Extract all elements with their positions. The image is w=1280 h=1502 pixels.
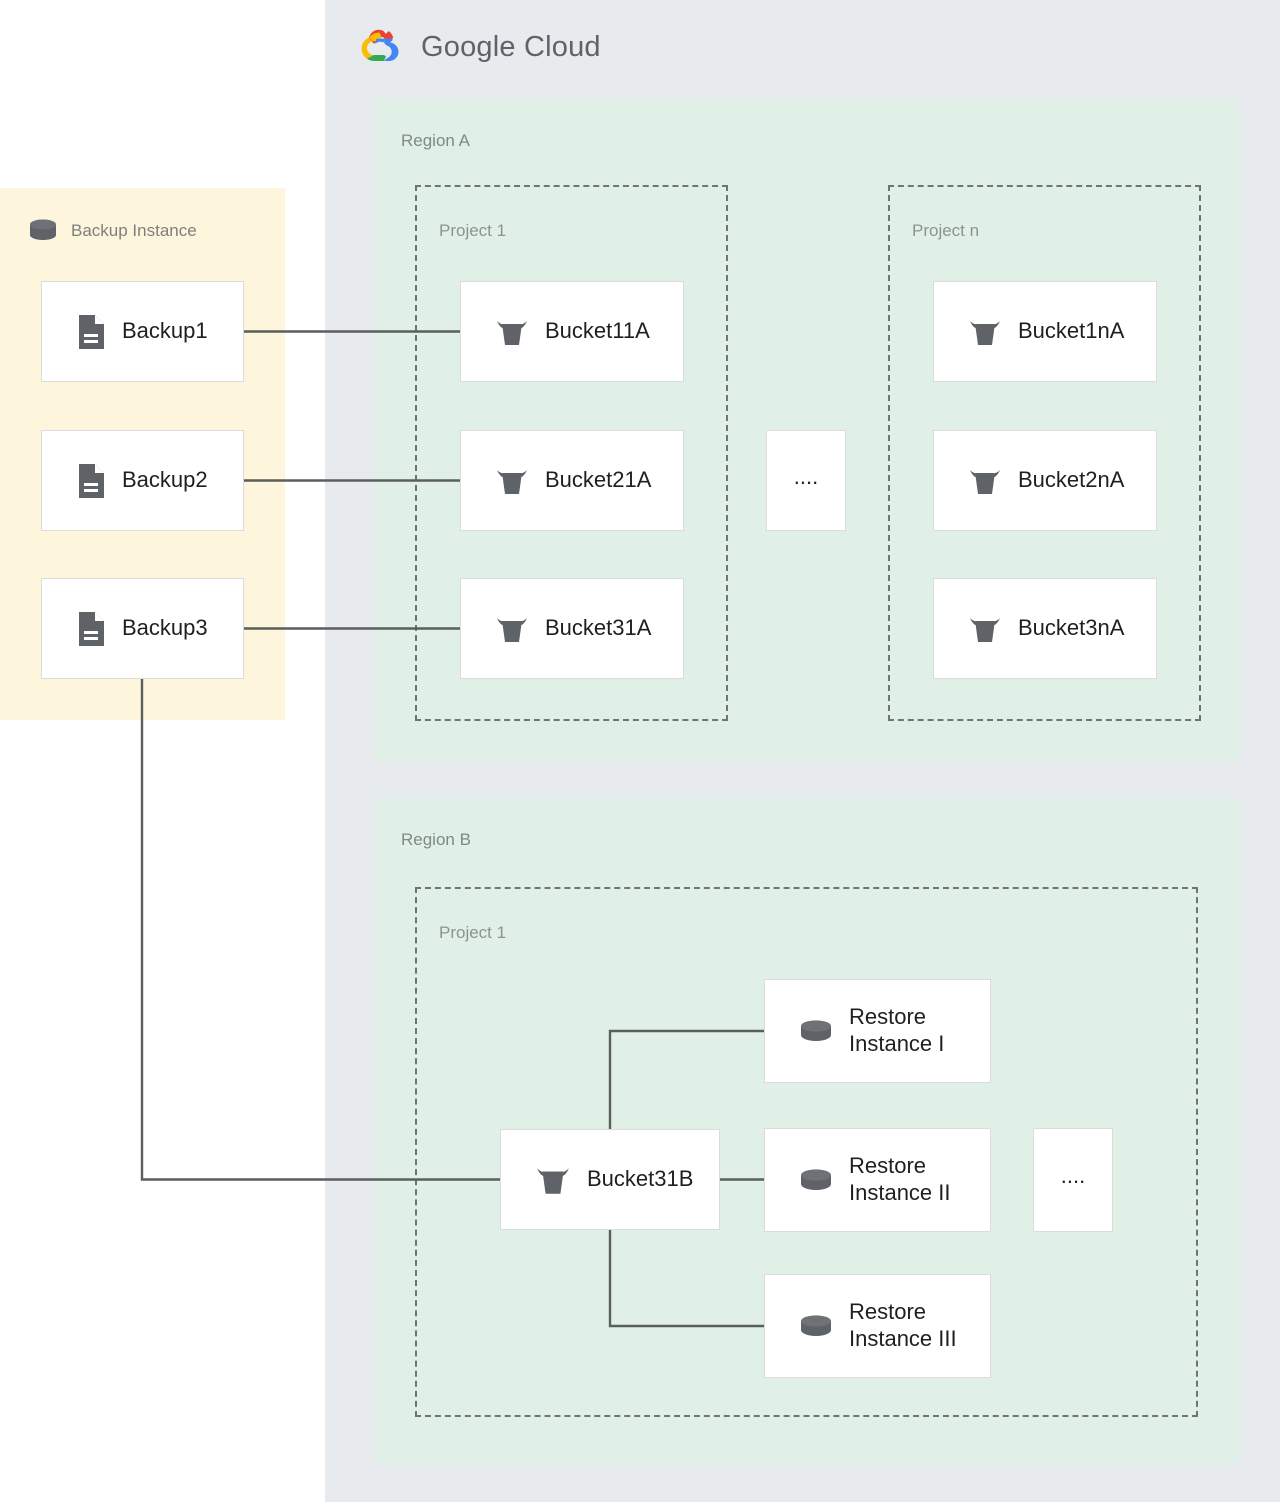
node-backup1-label: Backup1	[122, 318, 208, 344]
node-restore-instance-2-label: Restore Instance II	[849, 1153, 951, 1205]
node-bucket2na-label: Bucket2nA	[1018, 467, 1125, 493]
node-bucket31a[interactable]: Bucket31A	[460, 578, 684, 679]
node-bucket31b[interactable]: Bucket31B	[500, 1129, 720, 1230]
google-cloud-logo-icon	[361, 29, 399, 61]
document-icon	[79, 463, 104, 498]
storage-bucket-icon	[537, 1167, 569, 1194]
database-cylinder-icon	[30, 219, 56, 240]
node-backup2[interactable]: Backup2	[41, 430, 244, 531]
ellipsis-region-a-label: ....	[793, 463, 819, 489]
node-bucket31b-label: Bucket31B	[587, 1166, 694, 1192]
node-backup3[interactable]: Backup3	[41, 578, 244, 679]
node-ellipsis-region-a: ....	[766, 430, 846, 531]
project-1-region-a-label: Project 1	[439, 221, 507, 240]
database-cylinder-icon	[801, 1169, 831, 1190]
project-1-region-a-box: Project 1	[415, 185, 728, 721]
node-bucket11a-label: Bucket11A	[545, 318, 650, 344]
node-bucket31a-label: Bucket31A	[545, 615, 652, 641]
node-restore-instance-3[interactable]: Restore Instance III	[764, 1274, 991, 1378]
backup-instance-title: Backup Instance	[71, 220, 197, 240]
storage-bucket-icon	[497, 617, 527, 642]
node-restore-instance-3-label: Restore Instance III	[849, 1299, 957, 1351]
node-bucket11a[interactable]: Bucket11A	[460, 281, 684, 382]
document-icon	[79, 314, 104, 349]
node-bucket1na-label: Bucket1nA	[1018, 318, 1125, 344]
node-bucket3na-label: Bucket3nA	[1018, 615, 1125, 641]
node-bucket3na[interactable]: Bucket3nA	[933, 578, 1157, 679]
node-backup3-label: Backup3	[122, 615, 208, 641]
ellipsis-region-b-label: ....	[1060, 1163, 1086, 1188]
node-backup2-label: Backup2	[122, 467, 208, 493]
region-a-label: Region A	[401, 131, 470, 150]
node-ellipsis-region-b: ....	[1033, 1128, 1113, 1232]
database-cylinder-icon	[801, 1315, 831, 1336]
storage-bucket-icon	[970, 320, 1000, 345]
node-restore-instance-2[interactable]: Restore Instance II	[764, 1128, 991, 1232]
node-bucket2na[interactable]: Bucket2nA	[933, 430, 1157, 531]
region-b-label: Region B	[401, 830, 471, 849]
storage-bucket-icon	[497, 320, 527, 345]
backup-instance-header: Backup Instance	[28, 218, 197, 243]
node-backup1[interactable]: Backup1	[41, 281, 244, 382]
node-bucket21a-label: Bucket21A	[545, 467, 652, 493]
node-bucket1na[interactable]: Bucket1nA	[933, 281, 1157, 382]
project-n-region-a-label: Project n	[912, 221, 980, 240]
storage-bucket-icon	[970, 617, 1000, 642]
node-restore-instance-1[interactable]: Restore Instance I	[764, 979, 991, 1083]
google-cloud-brand-label: Google Cloud	[421, 30, 601, 63]
database-cylinder-icon	[801, 1020, 831, 1041]
project-1-region-b-label: Project 1	[439, 923, 507, 942]
project-n-region-a-box: Project n	[888, 185, 1201, 721]
document-icon	[79, 611, 104, 646]
node-bucket21a[interactable]: Bucket21A	[460, 430, 684, 531]
storage-bucket-icon	[497, 469, 527, 494]
node-restore-instance-1-label: Restore Instance I	[849, 1004, 945, 1056]
storage-bucket-icon	[970, 469, 1000, 494]
google-cloud-brand: Google Cloud	[359, 28, 601, 66]
